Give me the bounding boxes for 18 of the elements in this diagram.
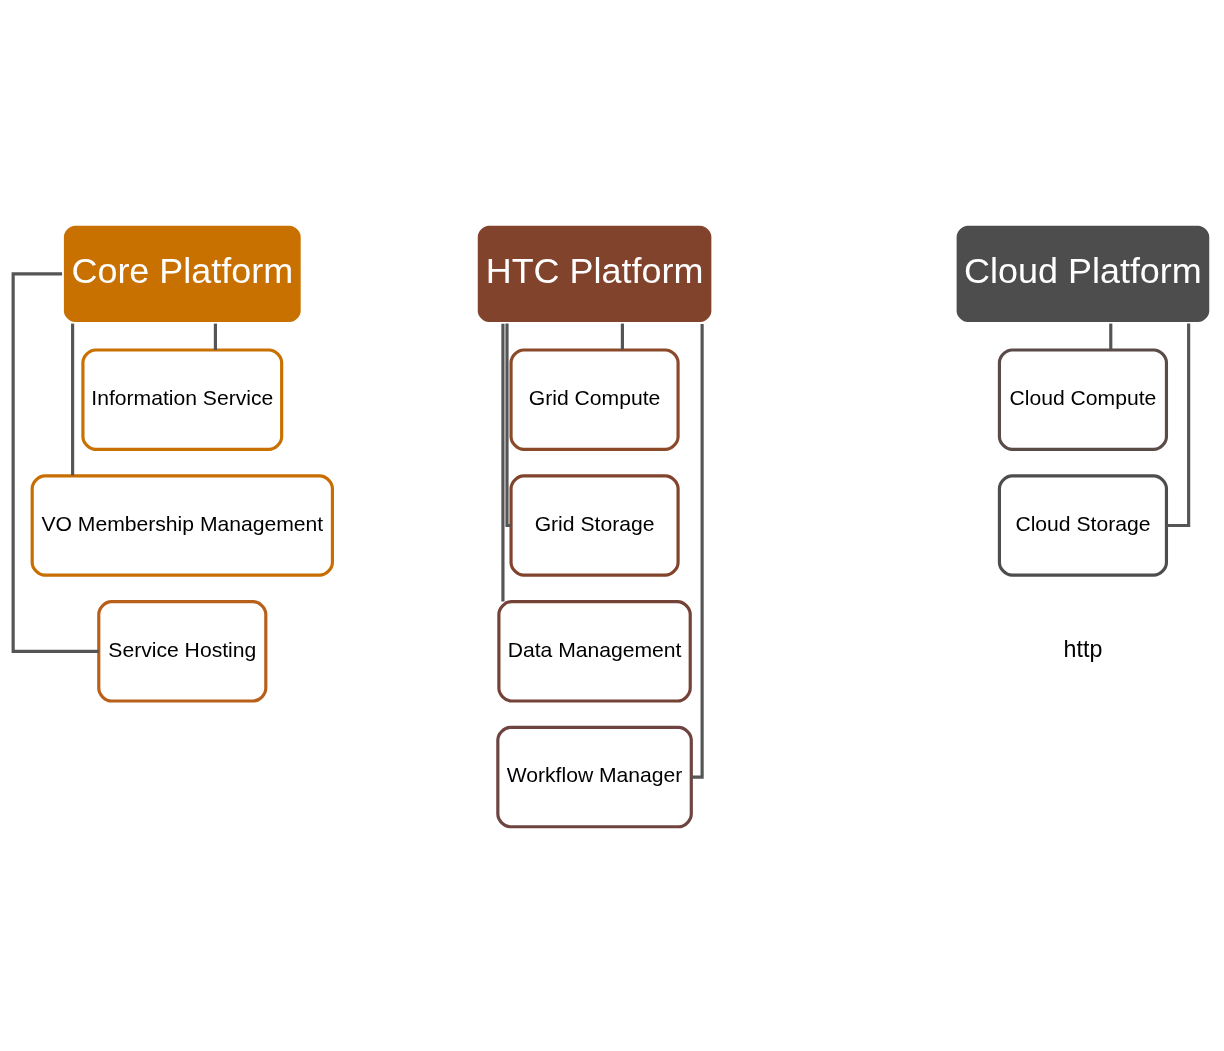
node-box: Cloud Storage [997, 474, 1169, 577]
label: http [1063, 636, 1103, 663]
node-box: Grid Compute [509, 348, 680, 451]
connector [213, 323, 217, 350]
node-box: Service Hosting [97, 600, 268, 703]
node-box: Grid Storage [509, 474, 680, 577]
node-box: Cloud Compute [997, 348, 1169, 451]
connector [691, 324, 704, 779]
node-box: Information Service [81, 348, 284, 451]
connector [1109, 323, 1113, 350]
connector [505, 323, 511, 528]
connector [71, 323, 75, 476]
connector [11, 272, 99, 653]
node-box: Workflow Manager [496, 725, 693, 829]
node-box: VO Membership Management [30, 474, 334, 577]
node-box: Data Management [497, 600, 692, 703]
connector [620, 323, 624, 350]
connector [501, 323, 505, 602]
